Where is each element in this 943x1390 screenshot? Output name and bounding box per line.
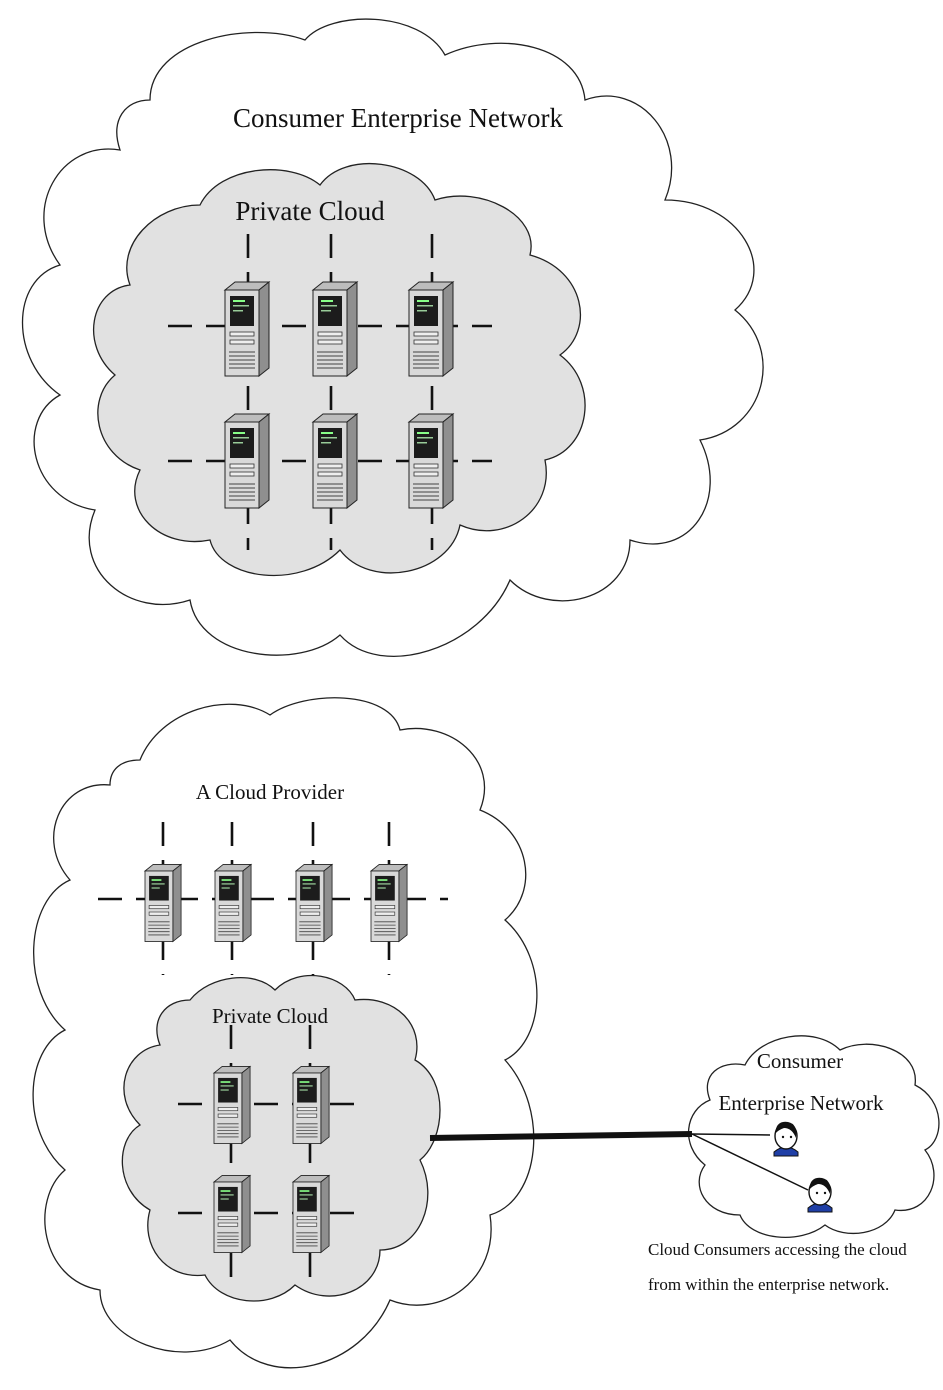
user-icon: [773, 1121, 799, 1157]
server-icon: [295, 864, 333, 942]
consumer-network-label-line1: Consumer: [757, 1049, 843, 1073]
consumer-link-2: [691, 1133, 809, 1191]
server-icon: [224, 413, 270, 509]
consumer-link-1: [691, 1133, 771, 1136]
server-icon: [312, 413, 358, 509]
server-icon: [214, 864, 252, 942]
enterprise-network-label: Consumer Enterprise Network: [233, 103, 563, 133]
consumer-network-cloud: [688, 1035, 940, 1238]
provider-to-consumer-link: [429, 1131, 693, 1141]
server-icon: [312, 281, 358, 377]
private-cloud-bottom: [121, 974, 441, 1302]
consumer-caption-line1: Cloud Consumers accessing the cloud: [648, 1240, 907, 1259]
server-icon: [408, 281, 454, 377]
server-icon: [370, 864, 408, 942]
consumer-network-label-line2: Enterprise Network: [718, 1091, 884, 1115]
private-cloud-bottom-label: Private Cloud: [212, 1004, 329, 1028]
private-cloud-top-label: Private Cloud: [235, 196, 385, 226]
server-icon: [292, 1175, 330, 1253]
server-icon: [144, 864, 182, 942]
cloud-provider-label: A Cloud Provider: [196, 780, 344, 804]
server-icon: [292, 1066, 330, 1144]
server-icon: [408, 413, 454, 509]
server-icon: [224, 281, 270, 377]
user-icon: [807, 1177, 833, 1213]
server-icon: [213, 1066, 251, 1144]
server-icon: [213, 1175, 251, 1253]
consumer-caption-line2: from within the enterprise network.: [648, 1275, 889, 1294]
